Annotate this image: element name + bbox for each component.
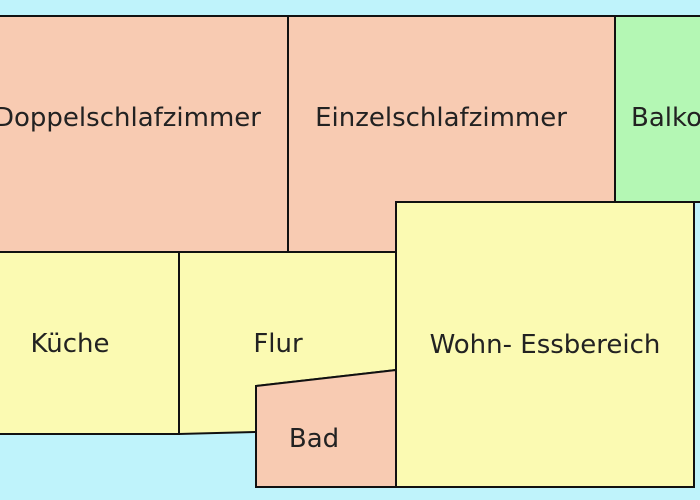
label-bad: Bad: [289, 424, 339, 454]
room-kueche: [0, 251, 180, 435]
label-einzelschlafzimmer: Einzelschlafzimmer: [315, 103, 567, 133]
label-kueche: Küche: [30, 329, 109, 359]
label-balkon: Balkon: [631, 103, 700, 133]
room-wohn-essbereich: [395, 201, 695, 488]
label-flur: Flur: [253, 329, 303, 359]
label-doppelschlafzimmer: Doppelschlafzimmer: [0, 103, 261, 133]
room-balkon: [614, 15, 700, 203]
label-wohn-essbereich: Wohn- Essbereich: [430, 330, 661, 360]
room-doppelschlafzimmer: [0, 15, 289, 253]
